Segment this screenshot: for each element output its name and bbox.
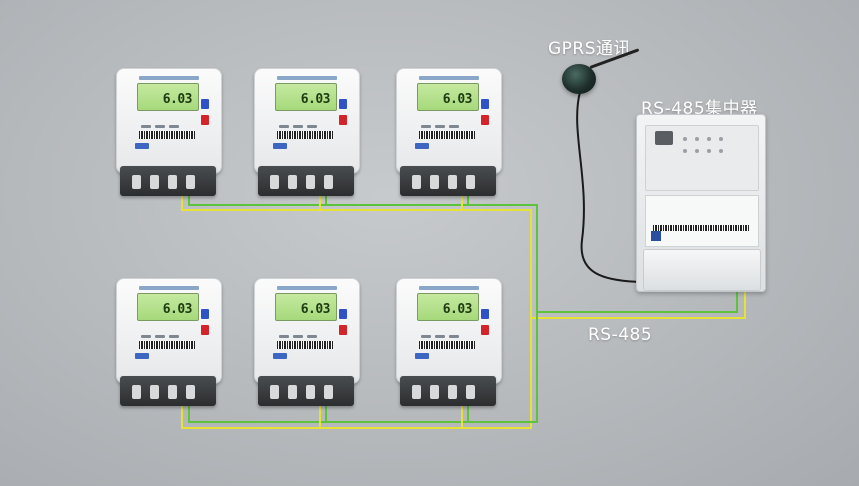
meter-red-button	[481, 115, 489, 125]
meter-terminal-block	[258, 166, 354, 196]
concentrator-display	[655, 131, 673, 145]
meter-indicators	[279, 113, 335, 128]
meter-red-button	[339, 325, 347, 335]
meter-lcd: 6.03	[275, 293, 337, 321]
meter-case: 6.03	[254, 68, 360, 174]
meter-blue-button	[339, 309, 347, 319]
meter-title-strip	[419, 76, 479, 80]
wire-bottom-green	[188, 312, 538, 423]
meter-logo-icon	[273, 353, 287, 359]
meter-red-button	[201, 325, 209, 335]
meter-lcd: 6.03	[137, 83, 199, 111]
meter-reading: 6.03	[300, 92, 331, 107]
meter-barcode	[139, 341, 195, 349]
concentrator-body	[636, 114, 766, 292]
meter-blue-button	[339, 99, 347, 109]
meter-reading: 6.03	[162, 302, 193, 317]
meter-case: 6.03	[116, 68, 222, 174]
meter-indicators	[279, 323, 335, 338]
concentrator-terminal-cover	[643, 249, 761, 291]
meter-case: 6.03	[396, 68, 502, 174]
meter-terminal-block	[400, 166, 496, 196]
meter-terminal-block	[120, 376, 216, 406]
meter-lcd: 6.03	[417, 83, 479, 111]
concentrator-barcode	[653, 225, 749, 231]
meter-indicators	[421, 323, 477, 338]
meter-case: 6.03	[116, 278, 222, 384]
meter-lcd: 6.03	[417, 293, 479, 321]
meter-terminal-block	[120, 166, 216, 196]
meter-indicators	[141, 113, 197, 128]
meter-logo-icon	[135, 353, 149, 359]
gprs-label: GPRS通讯	[548, 39, 632, 59]
meter-barcode	[419, 131, 475, 139]
electric-meter-icon: 6.03	[116, 68, 222, 196]
meter-case: 6.03	[254, 278, 360, 384]
meter-blue-button	[481, 309, 489, 319]
electric-meter-icon: 6.03	[254, 68, 360, 196]
meter-blue-button	[201, 99, 209, 109]
meter-logo-icon	[415, 143, 429, 149]
concentrator-logo-icon	[651, 231, 661, 241]
meter-lcd: 6.03	[275, 83, 337, 111]
meter-red-button	[201, 115, 209, 125]
antenna-cable	[576, 91, 649, 283]
wire-bottom-yellow	[181, 318, 532, 429]
meter-indicators	[141, 323, 197, 338]
electric-meter-icon: 6.03	[396, 278, 502, 406]
meter-logo-icon	[135, 143, 149, 149]
meter-barcode	[277, 341, 333, 349]
meter-title-strip	[419, 286, 479, 290]
meter-title-strip	[277, 286, 337, 290]
meter-reading: 6.03	[442, 92, 473, 107]
gprs-antenna-icon	[562, 48, 642, 102]
meter-case: 6.03	[396, 278, 502, 384]
electric-meter-icon: 6.03	[396, 68, 502, 196]
concentrator-nameplate	[645, 195, 759, 247]
meter-barcode	[419, 341, 475, 349]
antenna-base	[562, 64, 596, 94]
meter-reading: 6.03	[442, 302, 473, 317]
wire-top-yellow	[181, 192, 746, 319]
electric-meter-icon: 6.03	[254, 278, 360, 406]
meter-reading: 6.03	[162, 92, 193, 107]
meter-title-strip	[139, 286, 199, 290]
meter-barcode	[139, 131, 195, 139]
meter-terminal-block	[258, 376, 354, 406]
meter-logo-icon	[415, 353, 429, 359]
meter-terminal-block	[400, 376, 496, 406]
meter-indicators	[421, 113, 477, 128]
meter-blue-button	[201, 309, 209, 319]
meter-reading: 6.03	[300, 302, 331, 317]
concentrator-icon	[636, 114, 766, 292]
electric-meter-icon: 6.03	[116, 278, 222, 406]
meter-title-strip	[139, 76, 199, 80]
meter-red-button	[339, 115, 347, 125]
meter-red-button	[481, 325, 489, 335]
meter-lcd: 6.03	[137, 293, 199, 321]
rs485-bus-label: RS-485	[588, 325, 653, 345]
meter-blue-button	[481, 99, 489, 109]
wire-top-green	[188, 192, 738, 313]
meter-title-strip	[277, 76, 337, 80]
meter-logo-icon	[273, 143, 287, 149]
meter-barcode	[277, 131, 333, 139]
